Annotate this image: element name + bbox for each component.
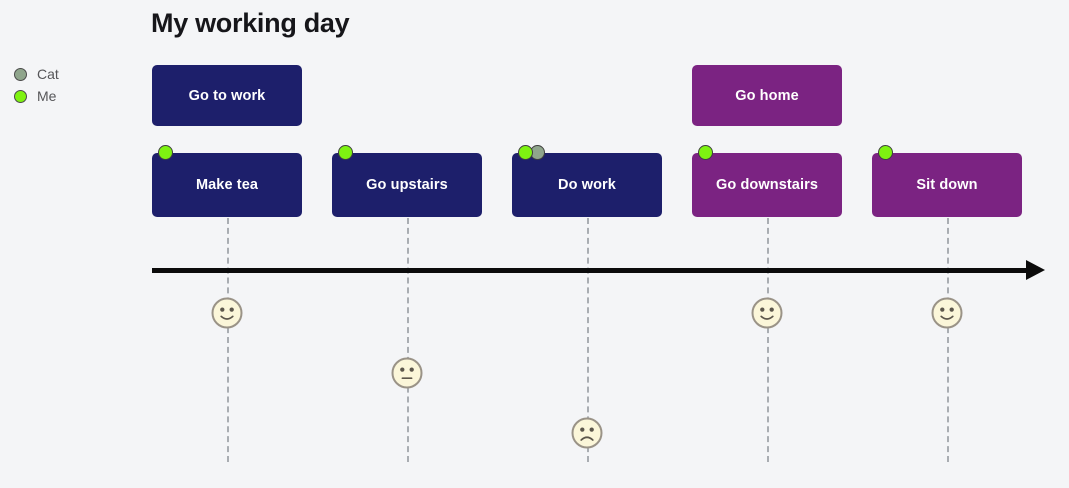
task-box-label: Go downstairs <box>715 177 818 193</box>
happy-face-icon[interactable] <box>931 297 963 334</box>
actor-dot-me[interactable] <box>878 145 893 160</box>
task-box-label: Go home <box>735 87 799 104</box>
task-box[interactable]: Sit down <box>872 153 1022 217</box>
happy-face-icon[interactable] <box>211 297 243 334</box>
actor-dot-me[interactable] <box>158 145 173 160</box>
task-box-label: Do work <box>558 177 616 193</box>
task-box-label: Go to work <box>188 87 266 104</box>
happy-face-icon[interactable] <box>751 297 783 334</box>
sad-face-icon[interactable] <box>571 417 603 454</box>
task-box-label: Go upstairs <box>366 177 448 193</box>
neutral-face-icon[interactable] <box>391 357 423 394</box>
time-axis-line <box>152 268 1026 273</box>
task-box-label: Make tea <box>195 177 259 193</box>
dropper-line <box>767 218 769 462</box>
dropper-line <box>587 218 589 462</box>
actor-dot-me[interactable] <box>338 145 353 160</box>
dropper-line <box>947 218 949 462</box>
task-box[interactable]: Go to work <box>152 65 302 126</box>
task-box[interactable]: Go downstairs <box>692 153 842 217</box>
legend-item-label: Cat <box>37 66 59 82</box>
task-box[interactable]: Go upstairs <box>332 153 482 217</box>
legend-dot-icon <box>14 89 27 103</box>
legend-item-label: Me <box>37 88 57 104</box>
actor-dot-me[interactable] <box>698 145 713 160</box>
dropper-line <box>407 218 409 462</box>
page-title: My working day <box>151 8 350 38</box>
task-box-label: Sit down <box>916 177 978 193</box>
legend-dot-icon <box>14 67 27 81</box>
actor-dot-me[interactable] <box>518 145 533 160</box>
task-box[interactable]: Make tea <box>152 153 302 217</box>
arrow-right-icon <box>1026 260 1045 280</box>
task-box[interactable]: Do work <box>512 153 662 217</box>
task-box[interactable]: Go home <box>692 65 842 126</box>
dropper-line <box>227 218 229 462</box>
legend-item-cat[interactable]: Cat <box>14 64 124 84</box>
legend-item-me[interactable]: Me <box>14 86 124 106</box>
